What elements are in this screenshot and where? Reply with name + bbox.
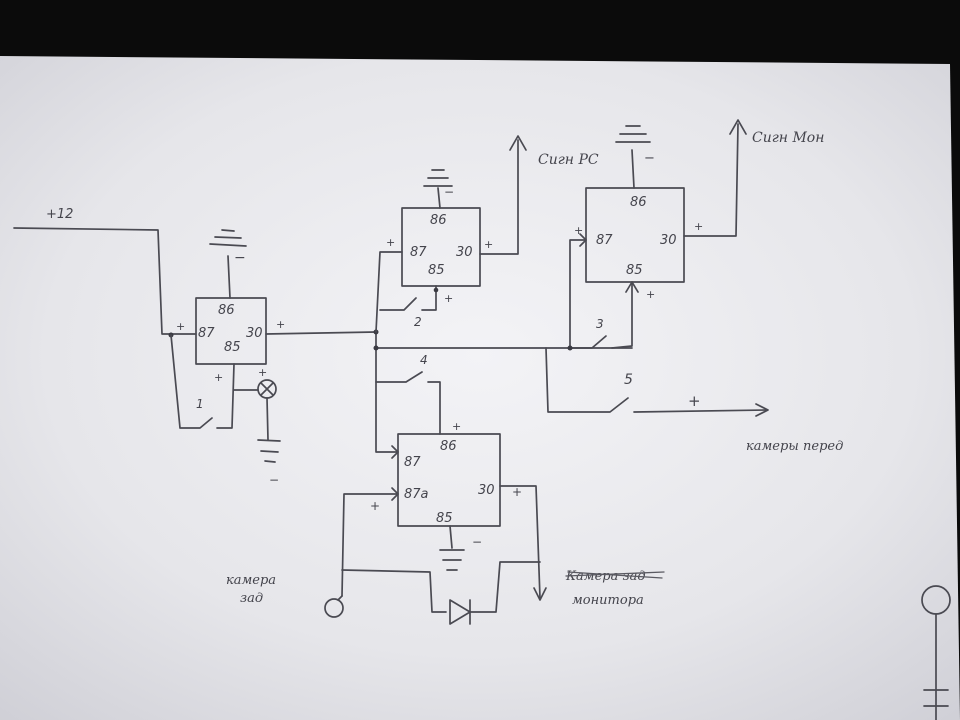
output-mon-label: Сигн Мон xyxy=(752,130,824,146)
svg-text:−: − xyxy=(472,535,482,549)
svg-text:+: + xyxy=(444,292,453,305)
svg-text:+: + xyxy=(214,371,223,384)
svg-text:+: + xyxy=(386,236,395,249)
ground-symbol-relay2: − xyxy=(423,169,454,209)
svg-text:+: + xyxy=(574,224,583,237)
relay-4: 86 87 87a 85 30 xyxy=(397,433,501,527)
svg-text:+: + xyxy=(646,288,655,301)
rear-camera-input: камера зад xyxy=(226,573,344,618)
relay4-pin85: 85 xyxy=(436,511,453,526)
switch1-label: 1 xyxy=(196,397,204,411)
relay1-pin85: 85 xyxy=(224,340,241,355)
relay2-wiring: + + Сигн PC 2 + xyxy=(375,135,599,333)
relay4-pin87: 87 xyxy=(404,455,421,470)
relay1-87-plus: + xyxy=(176,320,185,333)
rear-camera-line1: камера xyxy=(226,573,276,588)
relay4-pin86: 86 xyxy=(440,439,457,454)
rear-camera-line2: зад xyxy=(240,591,263,606)
front-camera-label: камеры перед xyxy=(746,439,843,454)
relay4-pin87a: 87a xyxy=(404,487,429,502)
relay1-pin30: 30 xyxy=(246,326,263,341)
svg-text:+: + xyxy=(258,366,267,379)
switch4-label: 4 xyxy=(420,353,428,367)
relay2-pin85: 85 xyxy=(428,263,445,278)
svg-text:+: + xyxy=(452,420,461,433)
svg-text:+: + xyxy=(370,499,380,513)
svg-text:−: − xyxy=(444,185,454,199)
relay3-wiring: + + Сигн Мон 3 + xyxy=(567,119,824,351)
relay3-pin30: 30 xyxy=(660,233,677,248)
switch-1: 1 + xyxy=(170,334,235,429)
switch3-label: 3 xyxy=(596,317,604,331)
relay-1: 86 87 85 30 xyxy=(195,297,267,365)
svg-text:+: + xyxy=(512,485,522,499)
supply-label: +12 xyxy=(46,207,73,222)
relay-3: 86 87 85 30 xyxy=(585,187,685,283)
svg-text:+: + xyxy=(276,318,285,331)
edge-doodle xyxy=(921,585,951,720)
relay4-pin30: 30 xyxy=(478,483,495,498)
relay1-86-minus: − xyxy=(234,250,246,266)
ground-symbol-relay3: − xyxy=(615,125,655,189)
svg-text:−: − xyxy=(269,473,279,487)
supply-line: +12 + xyxy=(13,207,197,338)
relay-2: 86 87 85 30 xyxy=(401,207,481,287)
relay1-pin87: 87 xyxy=(198,326,215,341)
switch5-label: 5 xyxy=(624,372,633,388)
relay3-pin87: 87 xyxy=(596,233,613,248)
svg-text:+: + xyxy=(688,392,701,410)
relay3-pin85: 85 xyxy=(626,263,643,278)
ground-symbol-relay1: − xyxy=(209,229,247,299)
relay1-output: + xyxy=(265,318,377,335)
relay2-pin87: 87 xyxy=(410,245,427,260)
relay1-pin86: 86 xyxy=(218,303,235,318)
svg-text:+: + xyxy=(694,220,703,233)
paper-sheet xyxy=(0,56,960,720)
monitor-label-group: Камера зад монитора xyxy=(565,569,665,608)
relay2-pin86: 86 xyxy=(430,213,447,228)
switch-5: 5 + камеры перед xyxy=(545,347,843,454)
output-pc-label: Сигн PC xyxy=(538,152,599,168)
switch2-label: 2 xyxy=(414,315,422,329)
svg-text:−: − xyxy=(644,151,655,166)
lamp: + − xyxy=(233,366,281,487)
relay2-pin30: 30 xyxy=(456,245,473,260)
relay4-wiring: 4 + − + + xyxy=(341,353,547,625)
monitor-label: монитора xyxy=(572,593,644,608)
svg-text:+: + xyxy=(484,238,493,251)
relay3-pin86: 86 xyxy=(630,195,647,210)
